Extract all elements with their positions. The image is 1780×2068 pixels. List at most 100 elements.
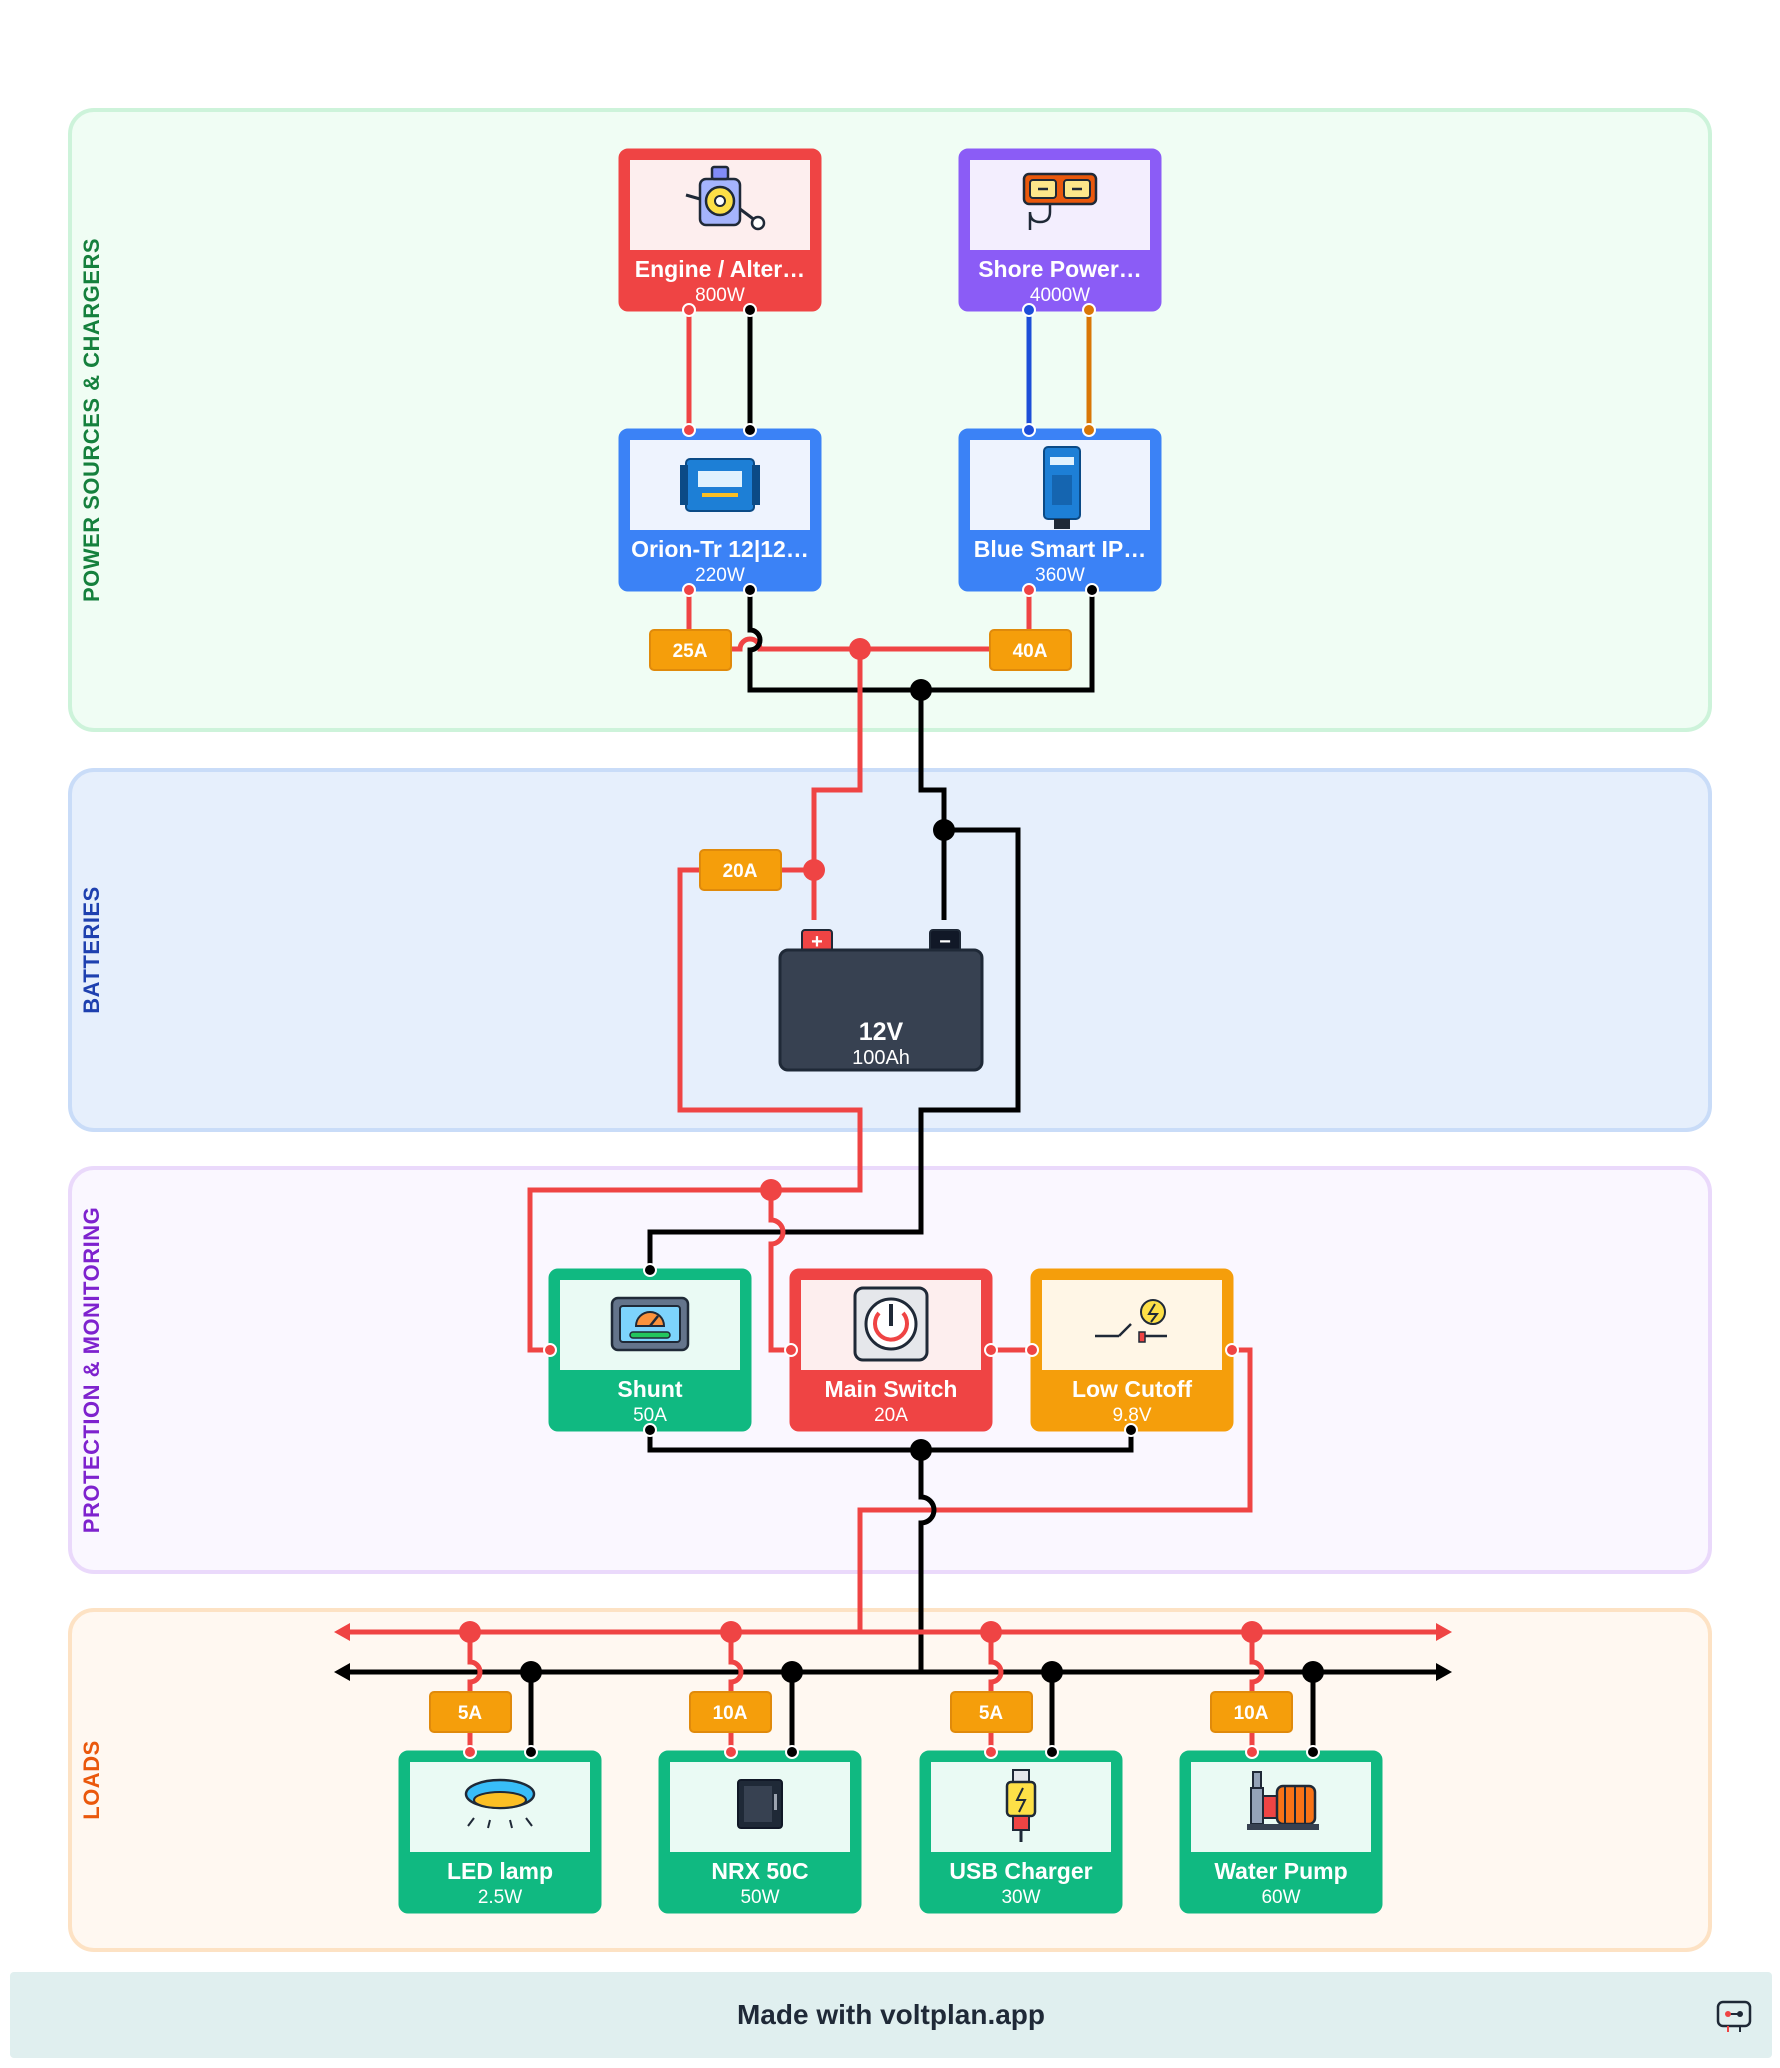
- wire-battery-negative-loop[interactable]: [647, 827, 1021, 1270]
- fuse-pump[interactable]: 10A: [1210, 1691, 1293, 1733]
- terminal-usb-positive[interactable]: [984, 1745, 998, 1759]
- battery[interactable]: + − 12V 100Ah: [778, 929, 984, 1072]
- section-power-label: POWER SOURCES & CHARGERS: [79, 238, 104, 602]
- fuses: 25A 40A 20A 5A 10A 5A 10A: [429, 629, 1293, 1733]
- terminal-ledlamp-negative[interactable]: [524, 1745, 538, 1759]
- junction-charge-negative: [910, 679, 932, 701]
- terminal-bluesmart-out-positive[interactable]: [1022, 583, 1036, 597]
- terminal-cutoff-out[interactable]: [1225, 1343, 1239, 1357]
- terminal-shunt-negative-in[interactable]: [643, 1263, 657, 1277]
- junction-bus-positive-2: [720, 1621, 742, 1643]
- terminal-engine-negative[interactable]: [743, 303, 757, 317]
- usb-charger-icon: [1005, 1769, 1037, 1842]
- terminal-nrx-positive[interactable]: [724, 1745, 738, 1759]
- terminal-orion-in-negative[interactable]: [743, 423, 757, 437]
- terminal-shunt-positive[interactable]: [543, 1343, 557, 1357]
- fuse-bluesmart[interactable]: 40A: [989, 629, 1072, 671]
- voltplan-logo-icon[interactable]: [1716, 2000, 1752, 2032]
- component-nrx-title: NRX 50C: [711, 1858, 808, 1884]
- junction-bus-positive-1: [459, 1621, 481, 1643]
- junctions: [459, 638, 1324, 1683]
- wire-negative-to-loads[interactable]: [918, 1450, 937, 1672]
- footer-text[interactable]: Made with voltplan.app: [737, 1999, 1045, 2030]
- fuse-battery-label: 20A: [723, 861, 758, 882]
- fuse-ledlamp-label: 5A: [458, 1703, 483, 1724]
- junction-battery-negative: [933, 819, 955, 841]
- terminal-ledlamp-positive[interactable]: [463, 1745, 477, 1759]
- junction-battery-positive: [803, 859, 825, 881]
- wire-ledlamp-positive[interactable]: [467, 1632, 483, 1692]
- ceiling-lamp-icon: [464, 1778, 536, 1829]
- component-lowcutoff-title: Low Cutoff: [1072, 1376, 1192, 1402]
- wire-charge-negative-trunk[interactable]: [918, 690, 947, 920]
- terminal-bluesmart-in-neutral[interactable]: [1082, 423, 1096, 437]
- bus-arrows: [334, 1623, 1452, 1681]
- junction-bus-negative-4: [1302, 1661, 1324, 1683]
- fuse-ledlamp[interactable]: 5A: [429, 1691, 512, 1733]
- terminal-shore-live[interactable]: [1022, 303, 1036, 317]
- wires: [348, 310, 1440, 1752]
- footer: Made with voltplan.app: [10, 1972, 1772, 2058]
- battery-body: [778, 948, 984, 1072]
- component-shunt-value: 50A: [633, 1405, 667, 1426]
- terminal-usb-negative[interactable]: [1045, 1745, 1059, 1759]
- terminal-shore-neutral[interactable]: [1082, 303, 1096, 317]
- component-nrx-value: 50W: [740, 1887, 779, 1908]
- fuse-orion-label: 25A: [673, 641, 708, 662]
- terminal-pump-positive[interactable]: [1245, 1745, 1259, 1759]
- component-bluesmart-value: 360W: [1035, 565, 1085, 586]
- component-ledlamp[interactable]: LED lamp 2.5W: [398, 1750, 602, 1914]
- wire-pump-positive[interactable]: [1249, 1632, 1265, 1692]
- terminal-orion-out-negative[interactable]: [743, 583, 757, 597]
- terminal-orion-out-positive[interactable]: [682, 583, 696, 597]
- terminal-orion-in-positive[interactable]: [682, 423, 696, 437]
- terminal-shunt-negative-out[interactable]: [643, 1423, 657, 1437]
- terminal-bluesmart-in-live[interactable]: [1022, 423, 1036, 437]
- power-switch-icon: [853, 1286, 929, 1362]
- terminal-nrx-negative[interactable]: [785, 1745, 799, 1759]
- wire-usb-positive[interactable]: [988, 1632, 1004, 1692]
- fuse-nrx-label: 10A: [713, 1703, 748, 1724]
- terminal-cutoff-negative[interactable]: [1124, 1423, 1138, 1437]
- junction-bus-negative-1: [520, 1661, 542, 1683]
- wire-bluesmart-negative[interactable]: [921, 590, 1095, 693]
- terminal-pump-negative[interactable]: [1306, 1745, 1320, 1759]
- component-ledlamp-value: 2.5W: [478, 1887, 522, 1908]
- component-orion-title: Orion-Tr 12|12…: [631, 536, 809, 562]
- wire-nrx-positive[interactable]: [728, 1632, 744, 1692]
- wire-positive-to-shunt[interactable]: [527, 1187, 771, 1353]
- component-shunt-title: Shunt: [617, 1376, 682, 1402]
- battery-negative-terminal: −: [939, 931, 951, 953]
- negative-bus-arrow-right: [1436, 1663, 1452, 1681]
- wire-cutoff-positive-out[interactable]: [857, 1347, 1253, 1630]
- section-power: POWER SOURCES & CHARGERS: [68, 108, 1712, 732]
- fuse-battery[interactable]: 20A: [699, 849, 782, 891]
- wire-charge-positive-trunk[interactable]: [811, 649, 863, 920]
- component-ledlamp-title: LED lamp: [447, 1858, 553, 1884]
- fuse-usb[interactable]: 5A: [950, 1691, 1033, 1733]
- junction-bus-positive-3: [980, 1621, 1002, 1643]
- component-pump-title: Water Pump: [1214, 1858, 1347, 1884]
- component-nrx[interactable]: NRX 50C 50W: [658, 1750, 862, 1914]
- component-engine[interactable]: Engine / Alter…800W: [618, 148, 822, 312]
- terminal-bluesmart-out-negative[interactable]: [1085, 583, 1099, 597]
- fuse-nrx[interactable]: 10A: [689, 1691, 772, 1733]
- fuse-orion[interactable]: 25A: [649, 629, 732, 671]
- battery-capacity: 100Ah: [852, 1047, 910, 1069]
- wire-positive-to-main-switch[interactable]: [768, 1190, 791, 1353]
- terminal-mainswitch-in[interactable]: [784, 1343, 798, 1357]
- battery-monitor-icon: [610, 1296, 690, 1352]
- component-mainswitch-title: Main Switch: [825, 1376, 958, 1402]
- wire-orion-negative[interactable]: [747, 590, 921, 693]
- wire-battery-fuse-out[interactable]: [677, 867, 863, 1193]
- terminal-cutoff-in[interactable]: [1025, 1343, 1039, 1357]
- positive-bus-arrow-right: [1436, 1623, 1452, 1641]
- terminal-engine-positive[interactable]: [682, 303, 696, 317]
- junction-bus-negative-3: [1041, 1661, 1063, 1683]
- component-orion-value: 220W: [695, 565, 745, 586]
- component-usb-value: 30W: [1001, 1887, 1040, 1908]
- terminal-mainswitch-out[interactable]: [984, 1343, 998, 1357]
